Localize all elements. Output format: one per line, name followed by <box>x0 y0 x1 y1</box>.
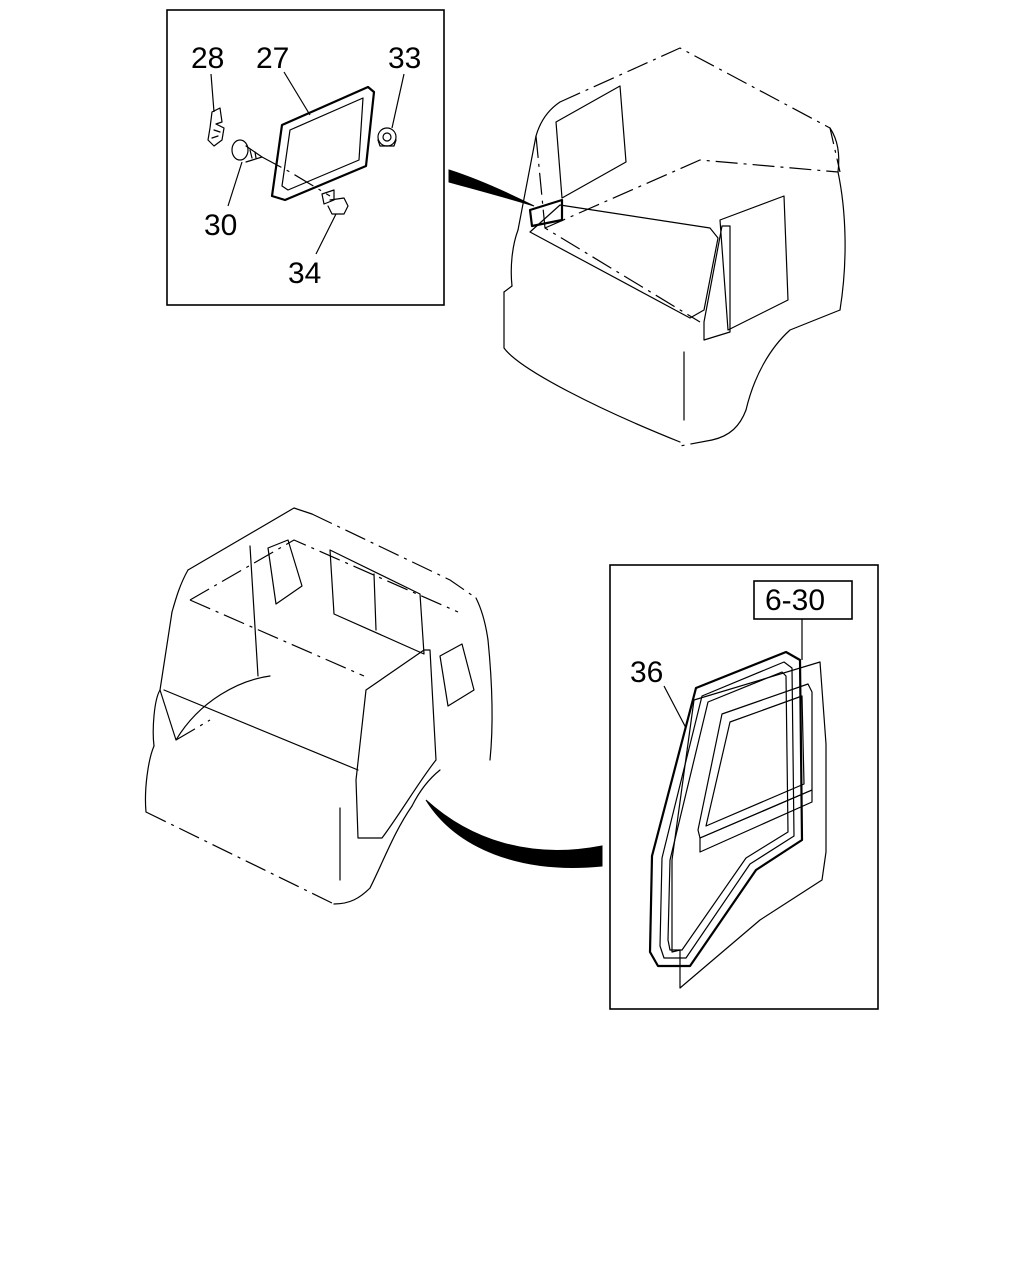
top-detail-panel: 28 27 33 30 34 <box>166 9 445 306</box>
assembly-line <box>261 156 331 197</box>
leader-27 <box>283 71 311 116</box>
callout-28: 28 <box>191 42 224 75</box>
cab-rear-view <box>144 507 493 905</box>
part-34-fastener <box>321 189 349 215</box>
door-panel-outline <box>671 661 827 989</box>
cab-top-rear-window <box>555 85 627 199</box>
part-36-door-weatherstrip <box>648 650 804 968</box>
cab-top-target-window <box>528 198 564 228</box>
callout-27: 27 <box>256 42 289 75</box>
cab-rear-large-window <box>329 549 425 655</box>
pointer-arrow-top <box>448 169 535 207</box>
reference-label: 6-30 <box>765 584 825 617</box>
leader-33 <box>391 73 405 129</box>
leader-34 <box>315 213 337 255</box>
part-28-clip <box>207 107 225 147</box>
bottom-detail-frame <box>609 564 879 1010</box>
leader-28 <box>210 73 215 113</box>
bottom-detail-panel: 6-30 36 <box>609 564 879 1010</box>
callout-30: 30 <box>204 209 237 242</box>
callout-36: 36 <box>630 656 663 689</box>
top-detail-frame <box>166 9 445 306</box>
cab-rear-side-window <box>439 643 475 707</box>
cab-front-view <box>503 47 846 447</box>
callout-34: 34 <box>288 257 321 290</box>
door-window-glass <box>705 695 805 827</box>
callout-33: 33 <box>388 42 421 75</box>
part-27-window-seal <box>270 85 376 202</box>
cab-rear-door-panel <box>355 649 437 839</box>
part-33-grommet <box>377 127 397 147</box>
reference-box <box>753 580 853 620</box>
pointer-arrow-bottom <box>425 799 603 868</box>
cab-rear-small-window <box>267 539 303 605</box>
leader-36 <box>663 685 687 729</box>
cab-top-side-window <box>719 195 789 331</box>
leader-30 <box>227 161 243 207</box>
